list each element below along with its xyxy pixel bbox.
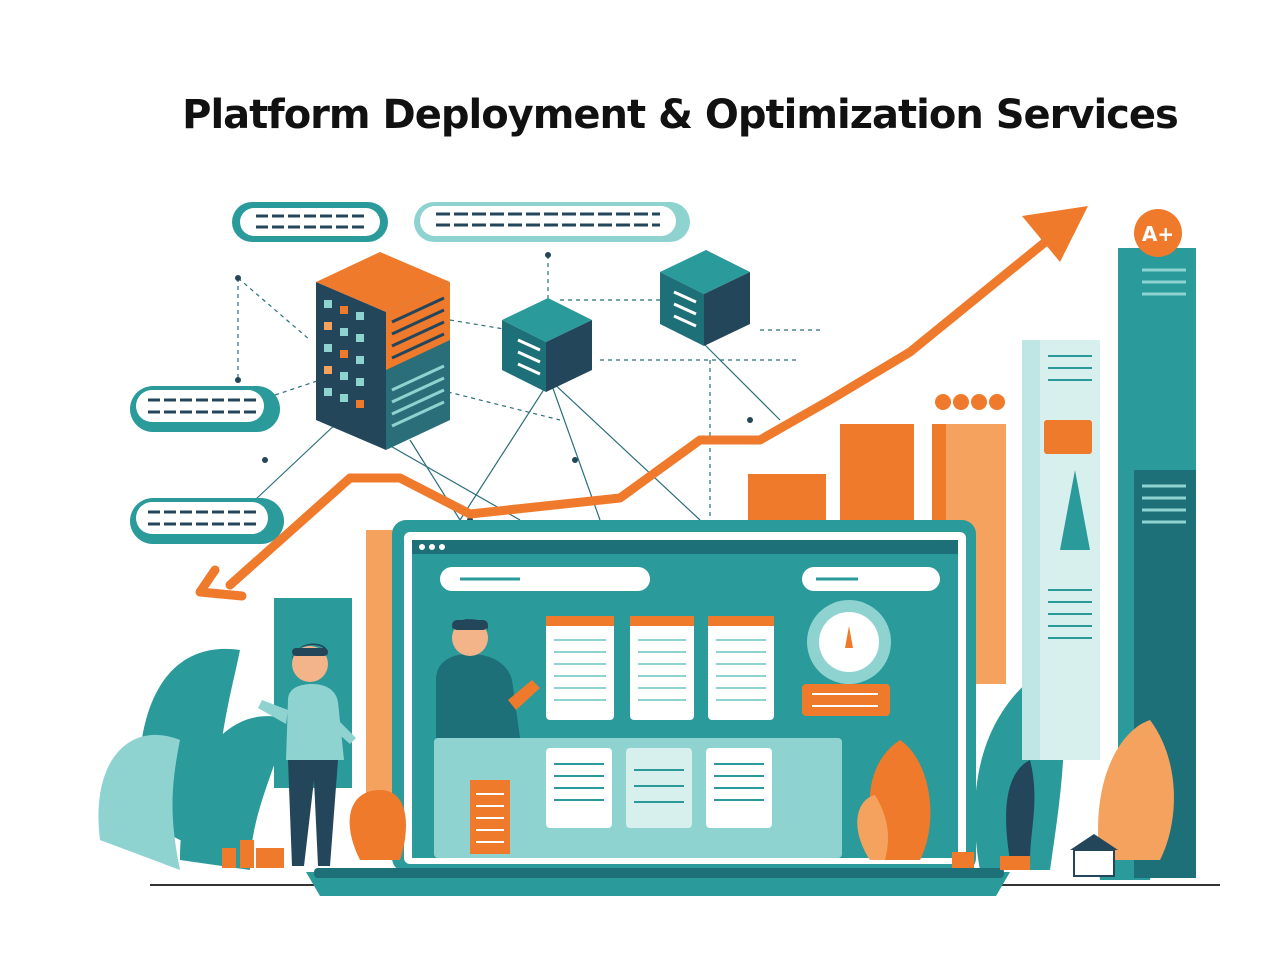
lower-card-1 — [546, 748, 612, 828]
label-pill-3 — [130, 386, 280, 432]
data-cube-icon-2 — [660, 250, 750, 346]
page-title: Platform Deployment & Optimization Servi… — [182, 92, 1179, 138]
house-icon — [1070, 834, 1118, 877]
person-icon-standing — [258, 643, 356, 866]
badge-label: A+ — [1142, 222, 1174, 246]
label-pill-4 — [130, 498, 284, 544]
dashboard-card-3 — [708, 616, 774, 720]
server-rack-icon — [316, 252, 450, 450]
left-block-orange — [366, 530, 396, 830]
clock-icon — [807, 600, 891, 684]
orange-boxes — [222, 840, 1030, 870]
lower-card-3 — [706, 748, 772, 828]
summary-panel — [802, 684, 890, 716]
growth-arrow-icon — [195, 206, 1088, 601]
person-icon — [436, 619, 540, 738]
label-pill-2 — [414, 202, 690, 242]
label-pill-1 — [232, 202, 388, 242]
light-chart-bar — [1022, 340, 1100, 760]
dashboard-card-1 — [546, 616, 614, 720]
plant-left-back — [98, 648, 290, 870]
data-cube-icon — [502, 298, 592, 392]
grade-badge: A+ — [1134, 209, 1182, 257]
lower-card-2 — [626, 748, 692, 828]
plant-icon — [349, 720, 1174, 860]
dashboard-card-2 — [630, 616, 694, 720]
